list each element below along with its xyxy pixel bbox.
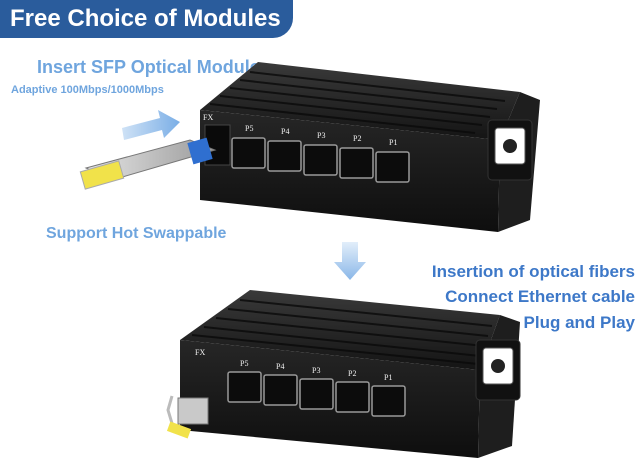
bottom-port-label: P3 bbox=[312, 366, 320, 375]
bottom-port-label: P5 bbox=[240, 359, 248, 368]
bottom-port-label: P1 bbox=[384, 373, 392, 382]
banner-title: Free Choice of Modules bbox=[10, 5, 281, 32]
top-port-label: P4 bbox=[281, 127, 289, 136]
bottom-port-label: P2 bbox=[348, 369, 356, 378]
title-banner: Free Choice of Modules bbox=[0, 0, 293, 38]
bottom-fx-label: FX bbox=[195, 348, 205, 357]
adaptive-speed-subheading: Adaptive 100Mbps/1000Mbps bbox=[11, 84, 164, 96]
top-port-label: P5 bbox=[245, 124, 253, 133]
down-arrow-icon bbox=[334, 242, 366, 280]
feature-line-fibers: Insertion of optical fibers bbox=[431, 262, 635, 281]
bottom-port-label: P4 bbox=[276, 362, 284, 371]
bottom-inserted-sfp bbox=[166, 395, 209, 439]
insert-sfp-heading: Insert SFP Optical Module bbox=[37, 57, 260, 77]
top-fx-label: FX bbox=[203, 113, 213, 122]
top-switch-device: FX P5 P4 P3 P2 P1 bbox=[200, 62, 540, 232]
bottom-switch-device: FX P5 P4 P3 P2 P1 bbox=[180, 290, 521, 458]
top-sfp-module bbox=[79, 137, 217, 190]
feature-line-plug-play: Plug and Play bbox=[523, 313, 635, 332]
top-port-label: P1 bbox=[389, 138, 397, 147]
top-port-label: P2 bbox=[353, 134, 361, 143]
feature-line-ethernet: Connect Ethernet cable bbox=[445, 287, 635, 306]
top-port-label: P3 bbox=[317, 131, 325, 140]
insert-arrow-icon bbox=[122, 110, 180, 140]
hot-swap-note: Support Hot Swappable bbox=[46, 225, 227, 242]
